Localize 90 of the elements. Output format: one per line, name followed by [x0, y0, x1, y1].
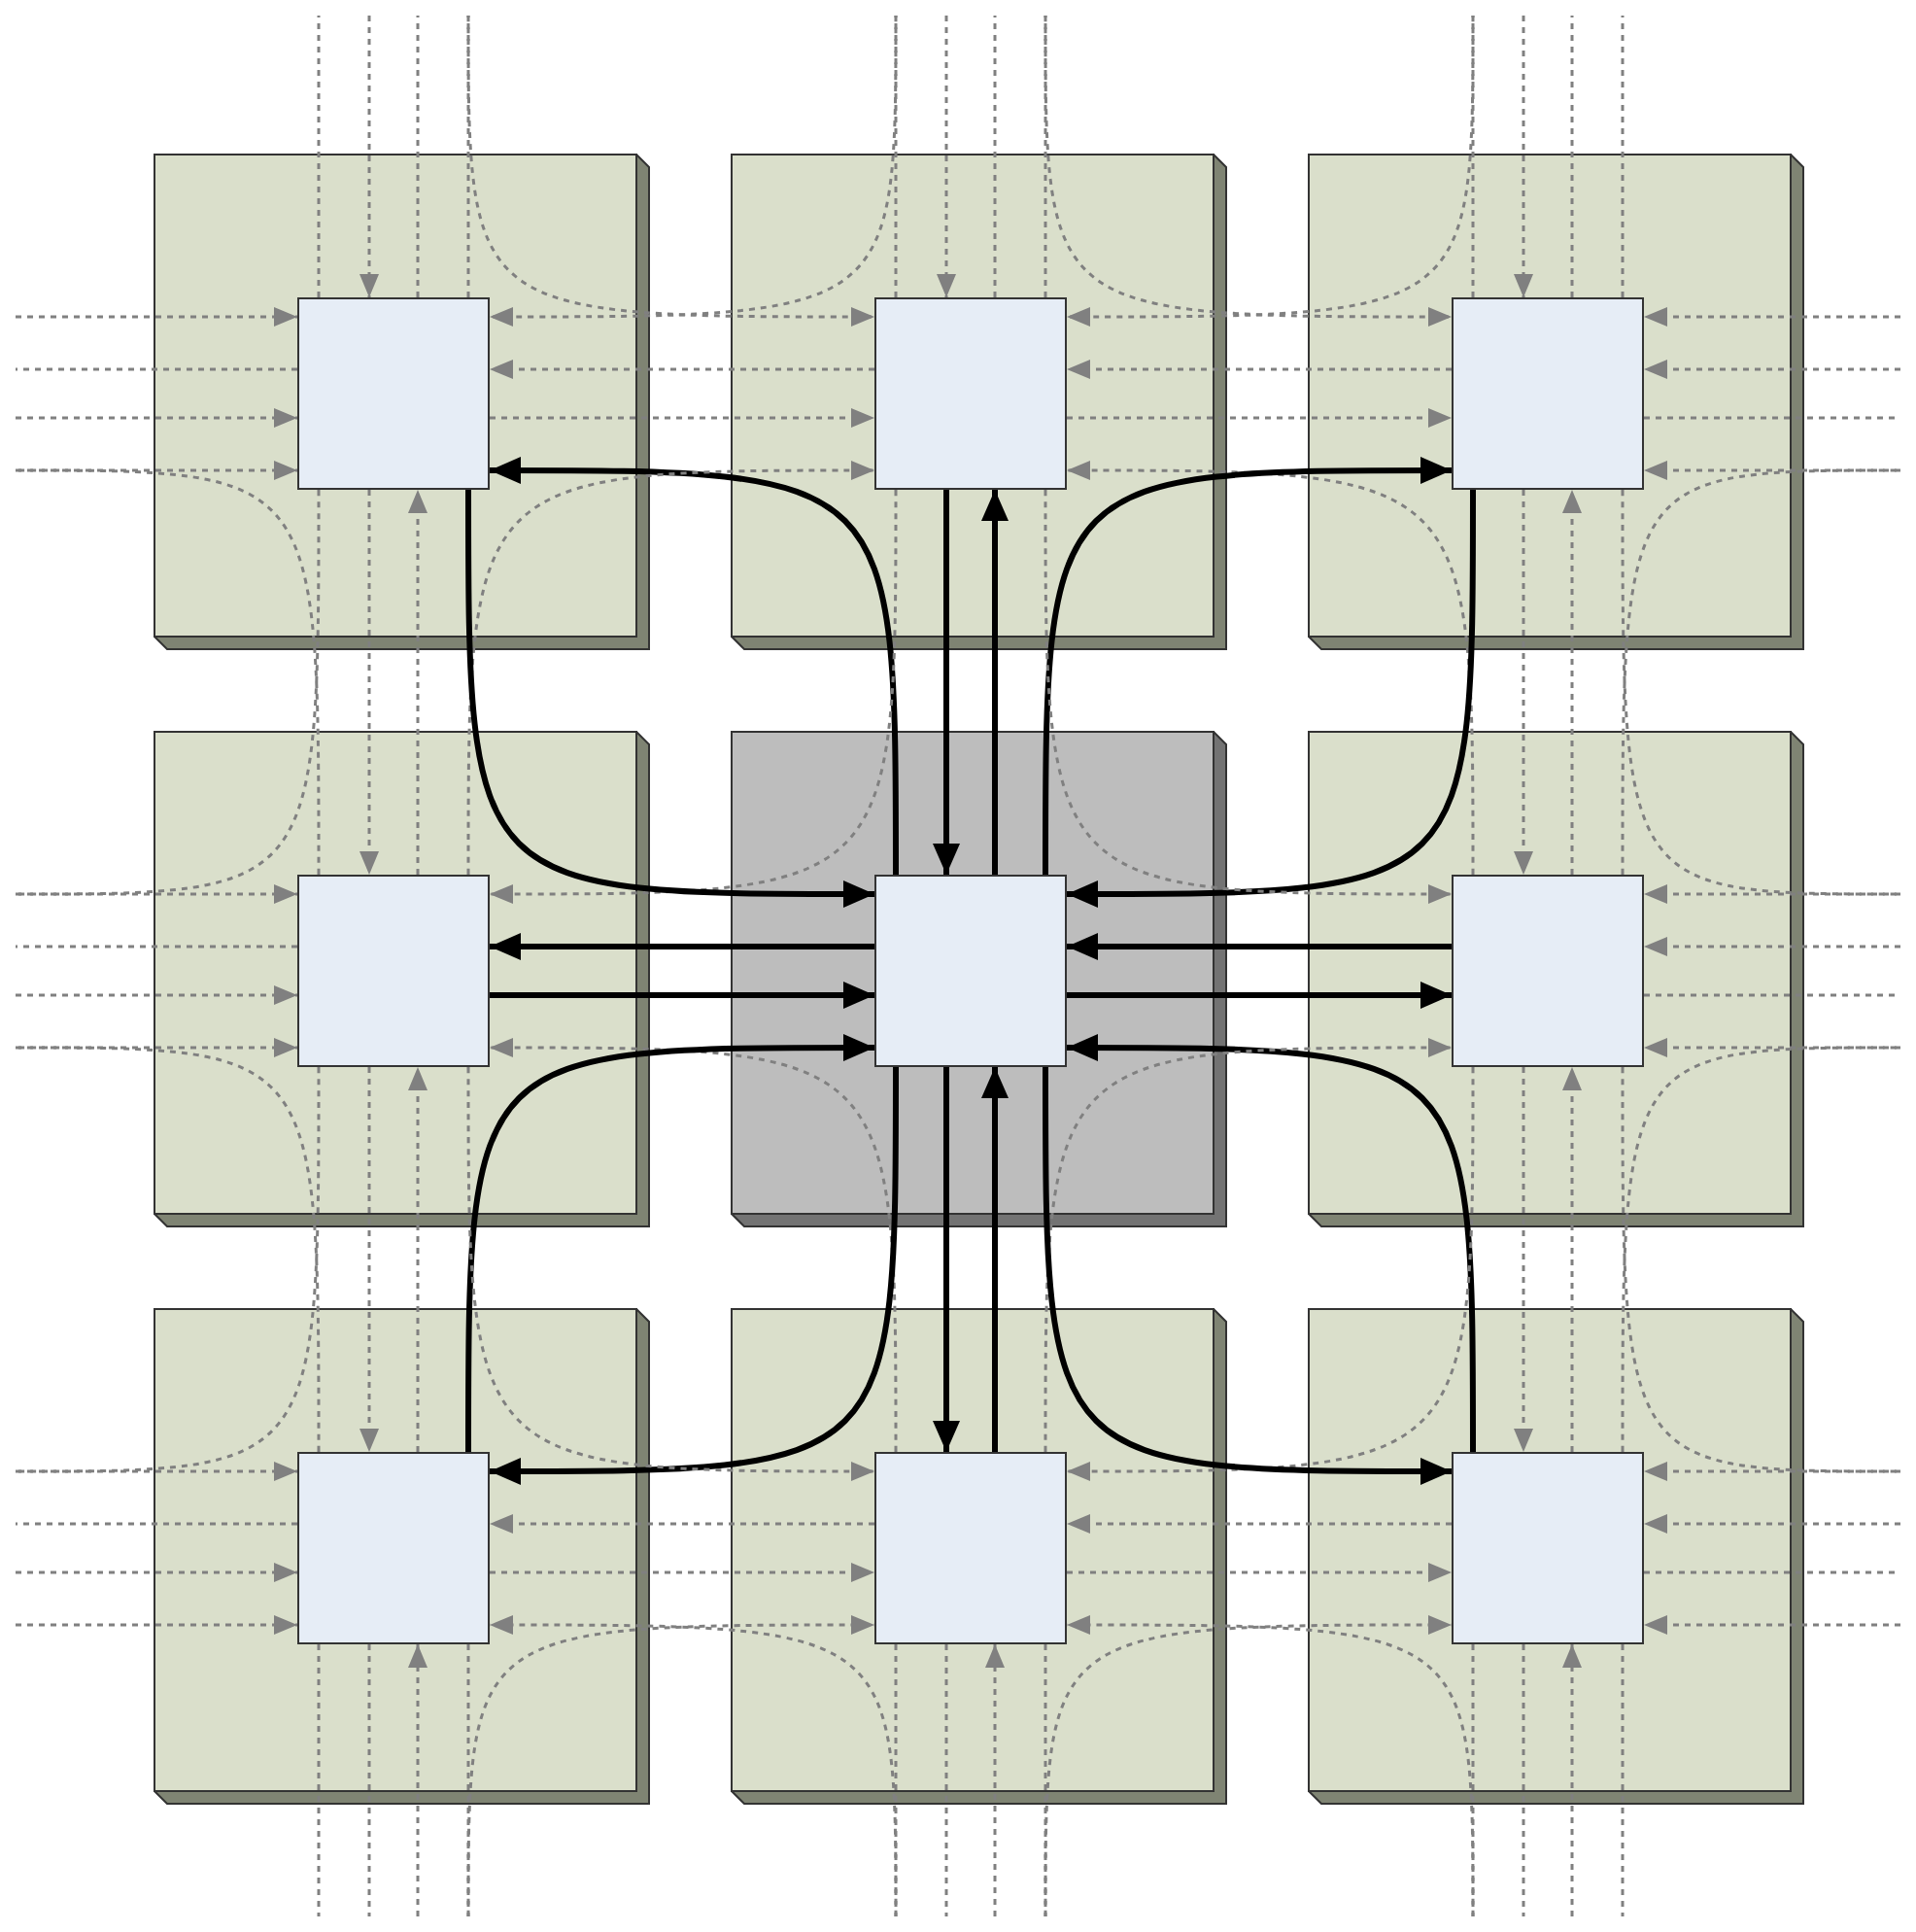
dashed-line	[466, 16, 470, 297]
arrow	[933, 490, 960, 875]
dashed-arrow	[1067, 1514, 1452, 1534]
tile-panel	[154, 731, 651, 1228]
dashed-arrow	[490, 408, 874, 428]
dashed-arrow	[1514, 16, 1533, 297]
dashed-arrow	[408, 1067, 428, 1452]
dashed-arrow	[985, 1644, 1005, 1916]
arrow	[490, 933, 874, 960]
dashed-line	[16, 945, 297, 949]
dashed-arrow	[1644, 1514, 1900, 1534]
arrow	[933, 1067, 960, 1452]
dashed-line	[1522, 1644, 1525, 1916]
dashed-arrow	[16, 1563, 297, 1582]
dashed-arrow	[1644, 307, 1900, 327]
node-square	[874, 875, 1067, 1067]
dashed-arrow	[16, 884, 297, 904]
dashed-arrow	[1562, 1067, 1582, 1452]
dashed-line	[1044, 1644, 1047, 1916]
dashed-arrow	[490, 1514, 874, 1534]
dashed-arrow	[408, 490, 428, 875]
node-square	[1452, 875, 1644, 1067]
dashed-line	[1644, 1570, 1900, 1574]
dashed-arrow	[408, 1644, 428, 1916]
dashed-line	[1471, 1644, 1475, 1916]
dashed-arrow	[1644, 884, 1900, 904]
dashed-line	[1570, 16, 1574, 297]
dashed-line	[317, 16, 321, 297]
dashed-line	[16, 1522, 297, 1526]
dashed-arrow	[937, 16, 956, 297]
dashed-arrow	[16, 408, 297, 428]
arrow	[1067, 933, 1452, 960]
dashed-arrow	[1644, 360, 1900, 379]
tile-panel	[731, 154, 1228, 651]
dashed-arrow	[359, 1067, 379, 1452]
tile-panel	[1308, 1308, 1805, 1806]
dashed-line	[367, 1644, 371, 1916]
dashed-arrow	[16, 1038, 297, 1057]
arrow	[981, 1067, 1009, 1452]
dashed-arrow	[490, 360, 874, 379]
dashed-line	[1621, 1644, 1625, 1916]
dashed-arrow	[1067, 1563, 1452, 1582]
dashed-line	[416, 16, 420, 297]
tile-panel	[154, 1308, 651, 1806]
dashed-line	[993, 16, 997, 297]
dashed-arrow	[1067, 408, 1452, 428]
node-square	[1452, 297, 1644, 490]
tile-panel	[154, 154, 651, 651]
dashed-line	[16, 367, 297, 371]
dashed-arrow	[359, 16, 379, 297]
dashed-arrow	[16, 461, 297, 480]
node-square	[1452, 1452, 1644, 1644]
dashed-arrow	[1562, 1644, 1582, 1916]
node-square	[297, 297, 490, 490]
node-square	[874, 297, 1067, 490]
dashed-arrow	[359, 490, 379, 875]
dashed-arrow	[1067, 360, 1452, 379]
dashed-arrow	[16, 1462, 297, 1481]
dashed-arrow	[1562, 490, 1582, 875]
arrow	[1067, 982, 1452, 1009]
arrow	[981, 490, 1009, 875]
dashed-line	[1044, 16, 1047, 297]
node-square	[297, 1452, 490, 1644]
node-square	[297, 875, 490, 1067]
dashed-arrow	[1644, 1615, 1900, 1635]
dashed-arrow	[16, 307, 297, 327]
dashed-line	[944, 1644, 948, 1916]
dashed-arrow	[1644, 937, 1900, 956]
dashed-arrow	[1644, 461, 1900, 480]
dashed-arrow	[1514, 1067, 1533, 1452]
dashed-arrow	[1644, 1038, 1900, 1057]
tile-panel	[1308, 731, 1805, 1228]
dashed-line	[1621, 16, 1625, 297]
dashed-line	[894, 16, 898, 297]
tile-panel	[731, 1308, 1228, 1806]
dashed-arrow	[1514, 490, 1533, 875]
tile-panel	[1308, 154, 1805, 651]
dashed-line	[1471, 16, 1475, 297]
arrow	[490, 982, 874, 1009]
dashed-line	[317, 1644, 321, 1916]
dashed-arrow	[16, 985, 297, 1005]
dashed-arrow	[1644, 1462, 1900, 1481]
tile-panel	[731, 731, 1228, 1228]
dashed-arrow	[16, 1615, 297, 1635]
dashed-line	[1644, 993, 1900, 997]
dashed-line	[894, 1644, 898, 1916]
dashed-line	[1644, 416, 1900, 420]
node-square	[874, 1452, 1067, 1644]
dashed-arrow	[490, 1563, 874, 1582]
dashed-line	[466, 1644, 470, 1916]
